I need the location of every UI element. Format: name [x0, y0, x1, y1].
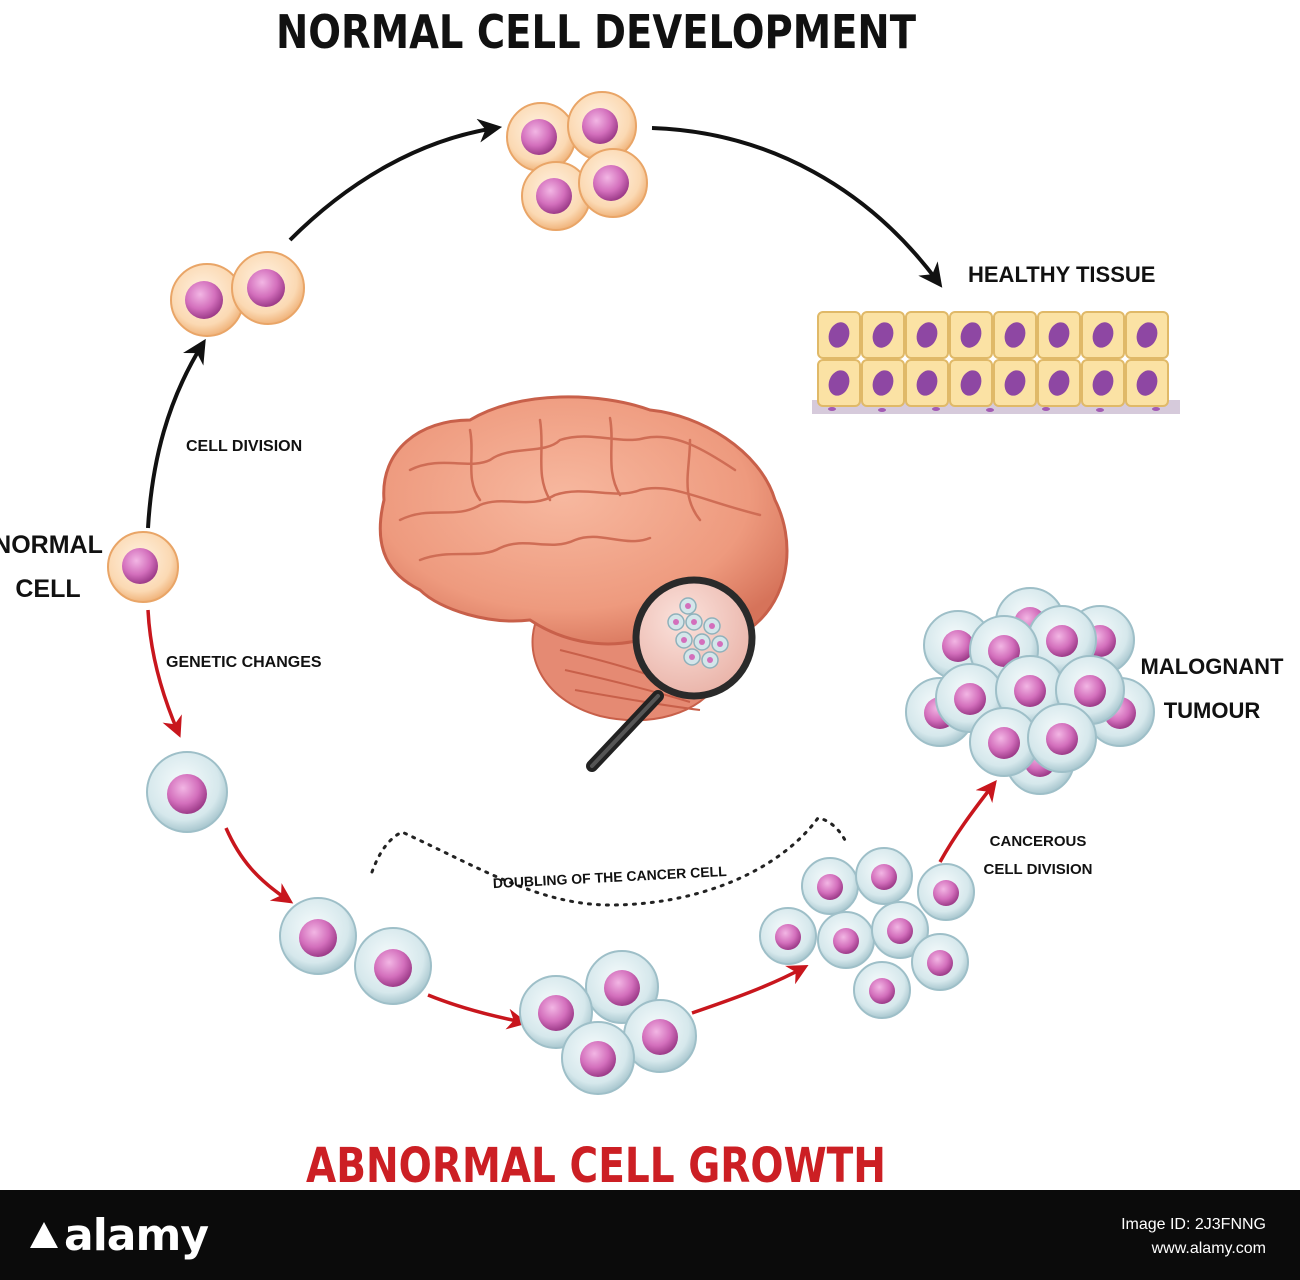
four-cancer-cells	[519, 950, 697, 1095]
arrow-abnormal-1	[224, 827, 294, 904]
logo-text: alamy	[64, 1210, 209, 1261]
image-id: Image ID: 2J3FNNG	[1121, 1216, 1266, 1233]
site-url[interactable]: www.alamy.com	[1151, 1240, 1266, 1257]
title-abnormal-growth: ABNORMAL CELL GROWTH	[306, 1138, 886, 1190]
arrow-to-healthy-tissue	[651, 126, 943, 288]
normal-cell	[107, 531, 179, 603]
arrow-abnormal-2	[427, 993, 529, 1030]
label-genetic-changes: GENETIC CHANGES	[166, 654, 322, 671]
title-normal-development: NORMAL CELL DEVELOPMENT	[276, 5, 917, 59]
footer-bar: alamy Image ID: 2J3FNNG www.alamy.com	[0, 1190, 1300, 1280]
four-cells	[506, 91, 648, 231]
mutated-cell	[146, 751, 228, 833]
two-cancer-cells	[279, 897, 432, 1005]
label-healthy-tissue: HEALTHY TISSUE	[968, 262, 1155, 287]
label-normal-cell-2: CELL	[15, 575, 80, 603]
arrow-genetic-changes	[146, 609, 182, 738]
magnifying-glass	[586, 576, 756, 772]
malignant-tumour-cluster	[905, 587, 1155, 795]
label-malignant-2: TUMOUR	[1164, 698, 1261, 723]
alamy-logo: alamy	[30, 1210, 209, 1261]
two-cells	[170, 251, 305, 337]
label-cell-division: CELL DIVISION	[186, 438, 302, 455]
arrow-to-cluster	[288, 118, 503, 242]
cell-growth-diagram: NORMAL CELL DEVELOPMENT ABNORMAL CELL GR…	[0, 5, 1285, 1190]
logo-mark-icon	[30, 1222, 58, 1248]
arrow-abnormal-3	[691, 964, 809, 1015]
label-cancerous-1: CANCEROUS	[990, 833, 1087, 850]
label-normal-cell-1: NORMAL	[0, 531, 103, 559]
arrow-cell-division	[146, 338, 206, 529]
label-malignant-1: MALOGNANT	[1141, 654, 1285, 679]
healthy-tissue-illustration	[812, 311, 1180, 414]
dividing-cancer-cells	[759, 847, 975, 1019]
doubling-bracket	[370, 816, 848, 907]
label-cancerous-2: CELL DIVISION	[984, 861, 1093, 878]
arrow-cancerous-division	[938, 780, 997, 863]
label-doubling: DOUBLING OF THE CANCER CELL	[492, 863, 727, 891]
